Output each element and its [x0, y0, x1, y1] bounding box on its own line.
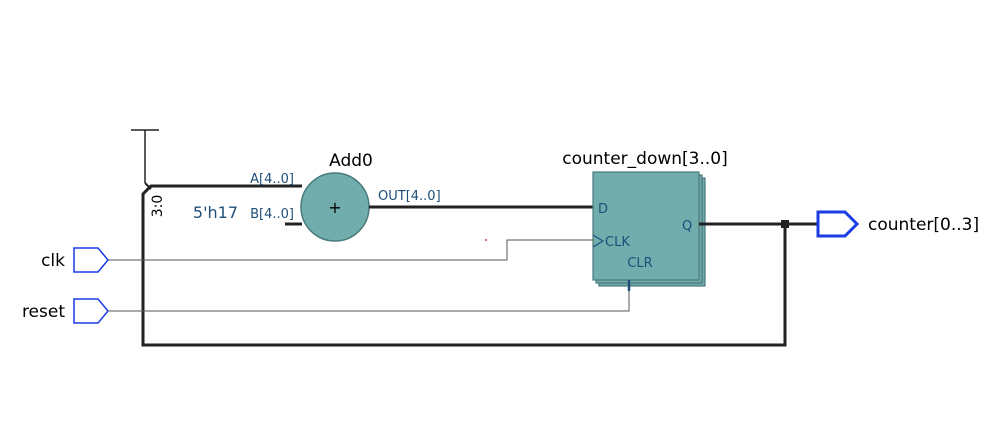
adder-constant: 5'h17 [193, 203, 238, 222]
adder-port-out: OUT[4..0] [378, 189, 441, 204]
register-block[interactable] [592, 171, 706, 287]
register-port-q: Q [682, 219, 692, 234]
wire-junction [781, 220, 789, 228]
wire-clk [108, 239, 593, 261]
bus-slice-label: 3:0 [150, 195, 166, 218]
adder-port-b: B[4..0] [250, 207, 294, 222]
adder-port-a: A[4..0] [250, 172, 294, 187]
adder-operator: + [328, 198, 341, 217]
bus-terminator [131, 129, 159, 183]
input-port-clk[interactable] [73, 247, 109, 273]
input-port-reset[interactable] [73, 298, 109, 324]
adder-block[interactable] [285, 172, 370, 242]
input-reset-label: reset [22, 302, 65, 322]
output-port-counter[interactable] [816, 210, 860, 238]
wire-reset [108, 280, 630, 312]
feedback-bus [141, 182, 787, 347]
adder-name: Add0 [329, 151, 373, 171]
register-port-clr: CLR [627, 256, 652, 271]
output-port-label: counter[0..3] [868, 215, 979, 235]
register-name: counter_down[3..0] [562, 149, 727, 169]
input-clk-label: clk [41, 251, 65, 271]
stray-dot [485, 239, 487, 241]
register-port-clk: CLK [605, 235, 630, 250]
register-port-d: D [598, 202, 608, 217]
